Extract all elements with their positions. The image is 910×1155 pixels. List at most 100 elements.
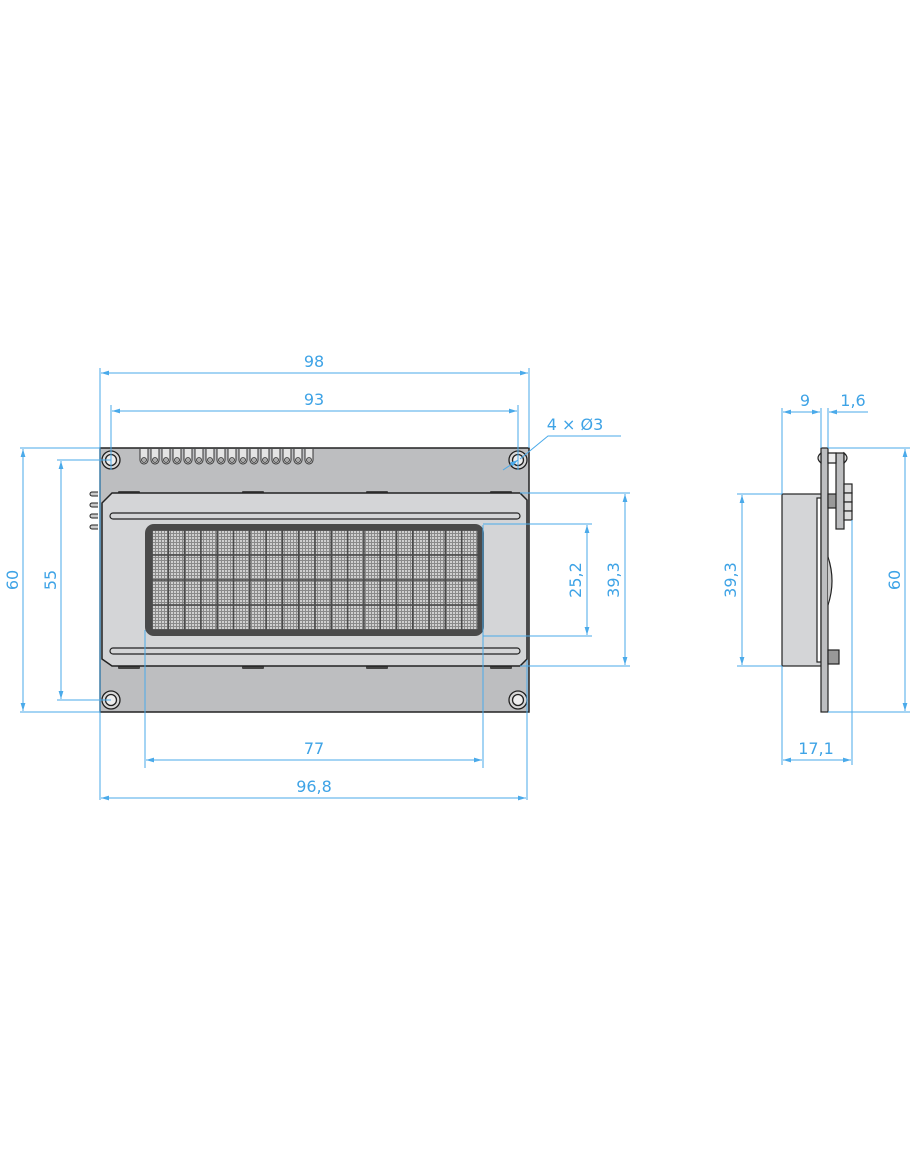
character-cell	[250, 555, 266, 580]
character-cell	[152, 605, 168, 630]
character-cell	[413, 555, 429, 580]
character-cell	[446, 605, 461, 630]
side-pins	[89, 491, 98, 530]
character-cell	[299, 555, 315, 580]
side-dimension-labels: 9 1,6 39,3 60 17,1	[721, 391, 904, 758]
character-cell	[381, 605, 396, 630]
character-cell	[250, 530, 266, 555]
dim-bezel-width: 96,8	[296, 777, 332, 796]
character-cell	[462, 555, 478, 580]
character-cell	[397, 530, 412, 555]
character-cell	[299, 605, 315, 630]
character-cell	[234, 555, 249, 580]
character-cell	[185, 580, 201, 605]
character-cell	[364, 555, 380, 580]
character-cell	[446, 530, 461, 555]
character-cell	[315, 580, 331, 605]
character-cell	[234, 580, 249, 605]
character-cell	[283, 580, 298, 605]
character-cell	[218, 605, 233, 630]
character-cell	[413, 580, 429, 605]
front-dimensions	[20, 368, 630, 801]
character-cell	[218, 580, 233, 605]
character-cell	[446, 580, 461, 605]
side-view	[781, 447, 853, 713]
character-cell	[348, 580, 364, 605]
character-cell	[446, 555, 461, 580]
character-cell	[315, 605, 331, 630]
character-cell	[185, 605, 201, 630]
character-cell	[429, 580, 445, 605]
dim-pcb-height: 60	[3, 570, 22, 590]
character-cell	[169, 605, 184, 630]
character-cell	[152, 580, 168, 605]
character-cell	[283, 555, 298, 580]
character-cell	[185, 530, 201, 555]
dim-hole-spacing-x: 93	[304, 390, 324, 409]
character-cell	[348, 530, 364, 555]
character-cell	[201, 555, 217, 580]
dim-pcb-thickness: 1,6	[840, 391, 865, 410]
character-cell	[266, 555, 282, 580]
character-cell	[462, 530, 478, 555]
character-cell	[201, 530, 217, 555]
character-cell	[266, 530, 282, 555]
side-dimensions	[737, 408, 910, 765]
character-cell	[185, 555, 201, 580]
dim-side-bezel-height: 39,3	[721, 562, 740, 598]
character-cell	[169, 530, 184, 555]
character-cell	[381, 555, 396, 580]
dim-total-depth: 17,1	[798, 739, 834, 758]
character-cell	[283, 605, 298, 630]
character-cell	[332, 580, 347, 605]
character-cell	[315, 530, 331, 555]
character-cell	[234, 605, 249, 630]
character-cell	[152, 555, 168, 580]
front-dimension-labels: 98 93 4 × Ø3 77 96,8 60 55 25,2 39,3	[3, 352, 623, 796]
character-cell	[332, 605, 347, 630]
character-cell	[218, 555, 233, 580]
character-cell	[266, 580, 282, 605]
dim-bezel-depth: 9	[800, 391, 810, 410]
character-cell	[299, 530, 315, 555]
character-cell	[397, 605, 412, 630]
character-cell	[381, 530, 396, 555]
character-cell	[429, 530, 445, 555]
character-cell	[250, 580, 266, 605]
character-cell	[381, 580, 396, 605]
character-cell	[266, 605, 282, 630]
character-cell	[413, 605, 429, 630]
character-cell	[250, 605, 266, 630]
header-pins	[139, 449, 314, 465]
character-cell	[332, 530, 347, 555]
character-grid	[152, 530, 478, 630]
side-pcb	[820, 447, 829, 713]
character-cell	[169, 555, 184, 580]
character-cell	[462, 580, 478, 605]
front-view	[89, 447, 530, 713]
character-cell	[429, 555, 445, 580]
character-cell	[201, 580, 217, 605]
character-cell	[283, 530, 298, 555]
dim-bezel-height: 39,3	[604, 562, 623, 598]
character-cell	[364, 605, 380, 630]
character-cell	[397, 580, 412, 605]
character-cell	[348, 605, 364, 630]
character-cell	[348, 555, 364, 580]
side-bezel	[781, 493, 823, 667]
character-cell	[364, 580, 380, 605]
character-cell	[169, 580, 184, 605]
character-cell	[201, 605, 217, 630]
character-cell	[315, 555, 331, 580]
dim-viewing-height: 25,2	[566, 562, 585, 598]
character-cell	[218, 530, 233, 555]
character-cell	[152, 530, 168, 555]
character-cell	[299, 580, 315, 605]
dim-viewing-width: 77	[304, 739, 324, 758]
character-cell	[364, 530, 380, 555]
character-cell	[234, 530, 249, 555]
character-cell	[397, 555, 412, 580]
dim-pcb-width: 98	[304, 352, 324, 371]
character-cell	[332, 555, 347, 580]
